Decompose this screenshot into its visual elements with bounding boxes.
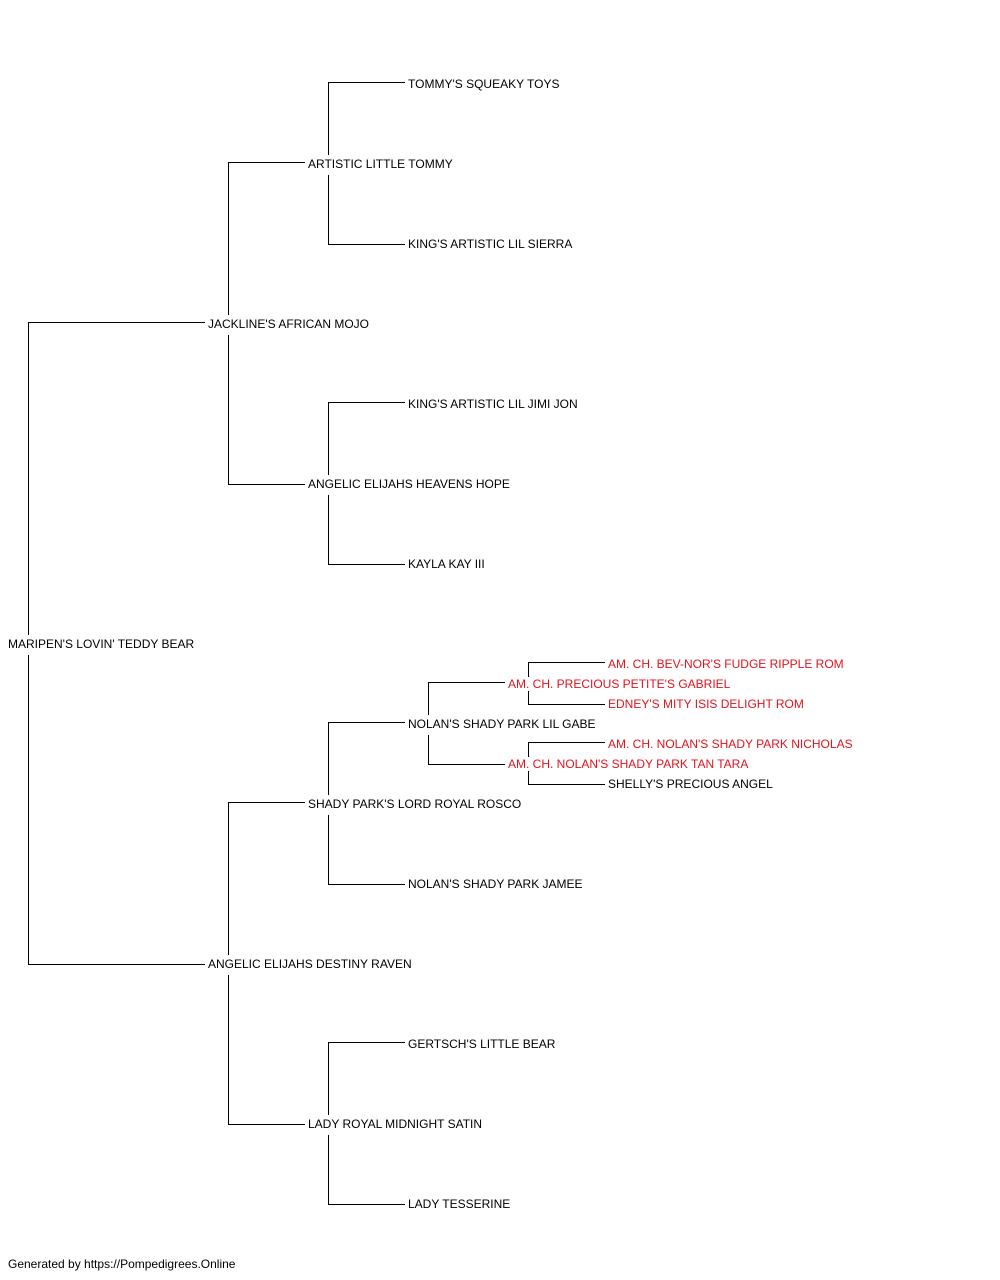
connector-subject-sire (28, 322, 205, 635)
connector-gabe-dam (428, 735, 505, 765)
subject-name: MARIPEN'S LOVIN' TEDDY BEAR (8, 637, 197, 651)
connector-dam-sire (228, 802, 305, 955)
sire-dam-sire-name: KING'S ARTISTIC LIL JIMI JON (408, 397, 580, 411)
dam-dam-name: LADY ROYAL MIDNIGHT SATIN (308, 1117, 485, 1131)
connector-sire-sire-sire (328, 82, 405, 155)
dam-sire-sire-sire-dam-name: EDNEY'S MITY ISIS DELIGHT ROM (608, 697, 806, 711)
connector-dam-dam-sire (328, 1042, 405, 1115)
dam-sire-sire-sire-sire-name: AM. CH. BEV-NOR'S FUDGE RIPPLE ROM (608, 657, 846, 671)
sire-dam-dam-name: KAYLA KAY III (408, 557, 487, 571)
dam-name: ANGELIC ELIJAHS DESTINY RAVEN (208, 957, 414, 971)
dam-dam-dam-name: LADY TESSERINE (408, 1197, 513, 1211)
dam-sire-sire-name: NOLAN'S SHADY PARK LIL GABE (408, 717, 598, 731)
sire-name: JACKLINE'S AFRICAN MOJO (208, 317, 371, 331)
sire-sire-dam-name: KING'S ARTISTIC LIL SIERRA (408, 237, 575, 251)
connector-sire-sire (228, 162, 305, 315)
connector-dam-sire-dam (328, 815, 405, 885)
generated-by-footer: Generated by https://Pompedigrees.Online (8, 1257, 236, 1271)
connector-tantara-dam (528, 771, 605, 785)
connector-subject-dam (28, 655, 205, 965)
dam-sire-sire-dam-dam-name: SHELLY'S PRECIOUS ANGEL (608, 777, 775, 791)
dam-sire-dam-name: NOLAN'S SHADY PARK JAMEE (408, 877, 585, 891)
connector-gabe-sire (428, 682, 505, 715)
connector-sire-dam-sire (328, 402, 405, 475)
connector-sire-sire-dam (328, 175, 405, 245)
connector-dam-dam-dam (328, 1135, 405, 1205)
connector-dam-sire-sire (328, 722, 405, 795)
dam-dam-sire-name: GERTSCH'S LITTLE BEAR (408, 1037, 558, 1051)
connector-dam-dam (228, 975, 305, 1125)
connector-sire-dam-dam (328, 495, 405, 565)
dam-sire-sire-sire-name: AM. CH. PRECIOUS PETITE'S GABRIEL (508, 677, 733, 691)
dam-sire-sire-dam-sire-name: AM. CH. NOLAN'S SHADY PARK NICHOLAS (608, 737, 855, 751)
connector-tantara-sire (528, 742, 605, 757)
sire-sire-sire-name: TOMMY'S SQUEAKY TOYS (408, 77, 562, 91)
dam-sire-sire-dam-name: AM. CH. NOLAN'S SHADY PARK TAN TARA (508, 757, 751, 771)
connector-gabriel-dam (528, 691, 605, 705)
connector-sire-dam (228, 335, 305, 485)
dam-sire-name: SHADY PARK'S LORD ROYAL ROSCO (308, 797, 524, 811)
connector-gabriel-sire (528, 662, 605, 677)
sire-sire-name: ARTISTIC LITTLE TOMMY (308, 157, 455, 171)
sire-dam-name: ANGELIC ELIJAHS HEAVENS HOPE (308, 477, 512, 491)
